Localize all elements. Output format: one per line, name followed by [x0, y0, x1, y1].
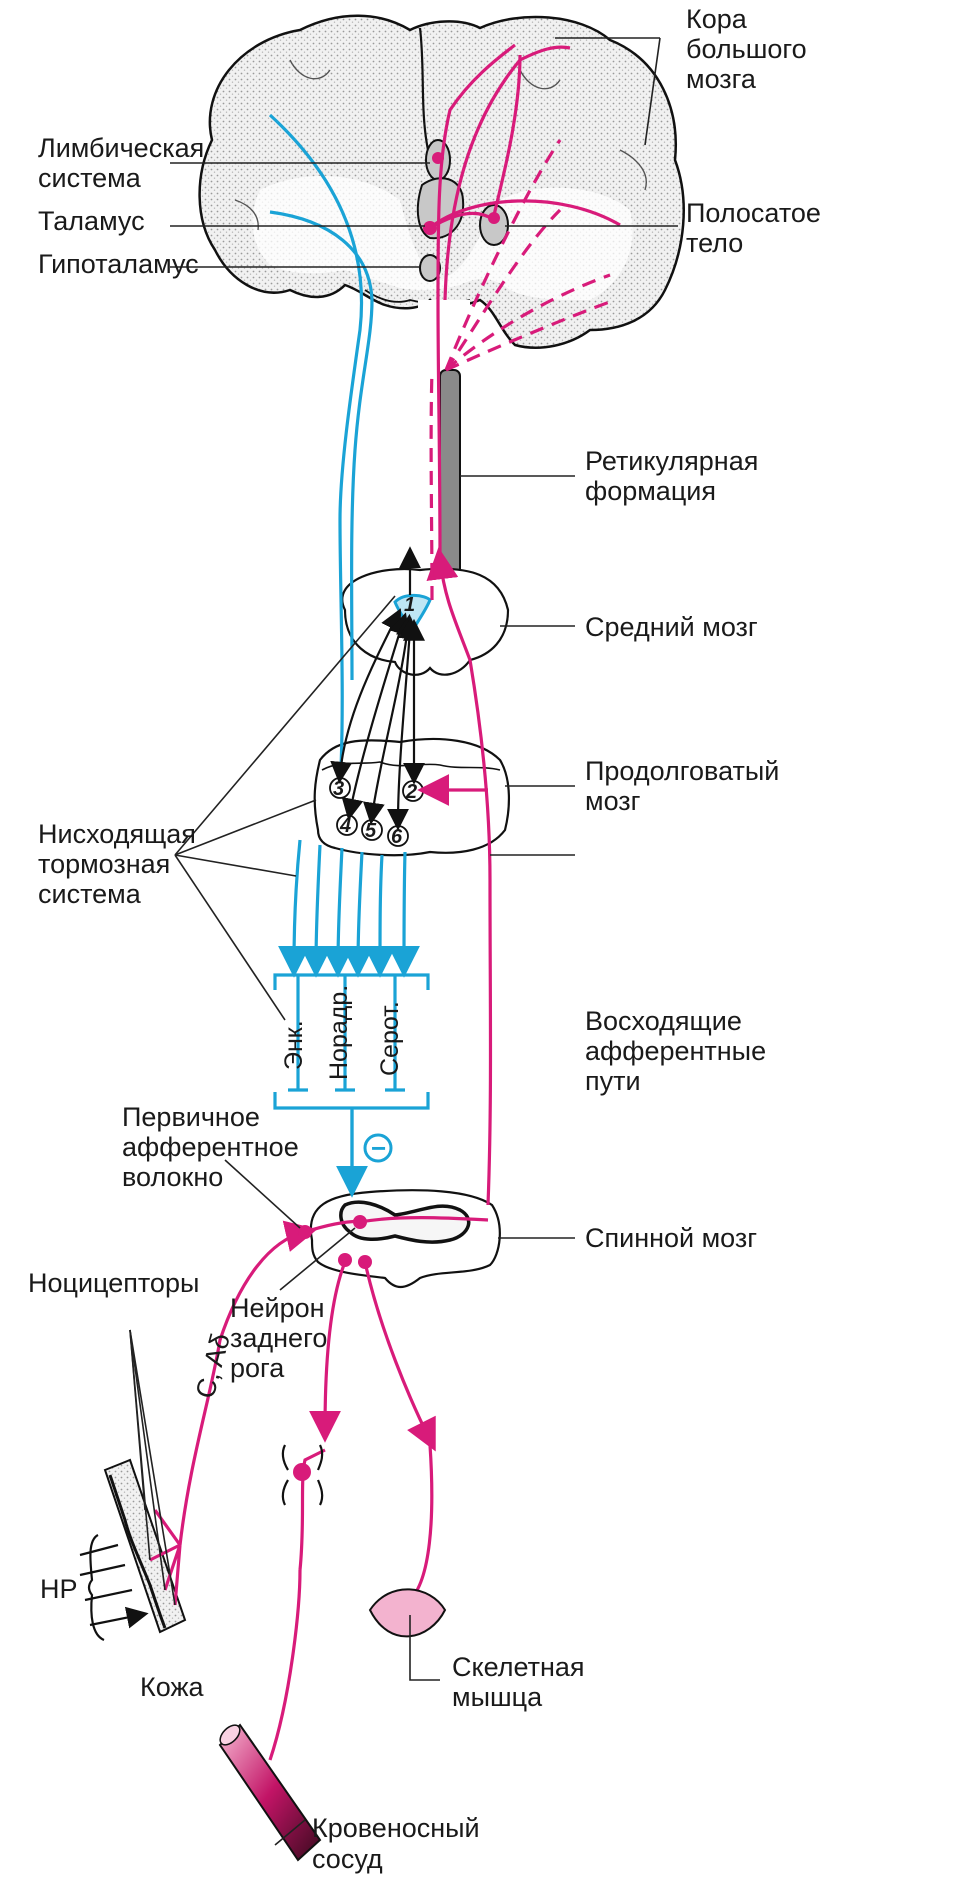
label-cortex-2: большого [686, 34, 807, 64]
leader-descending-2 [175, 800, 316, 855]
label-medulla-1: Продолговатый [585, 756, 779, 786]
nucleus-1-label: 1 [404, 594, 415, 616]
leader-primary-fiber [225, 1160, 300, 1228]
nucleus-3-label: 3 [333, 778, 344, 800]
muscle-shape [370, 1589, 445, 1636]
label-dorsal-horn-1: Нейрон [230, 1293, 325, 1323]
label-primary-fiber-2: афферентное [122, 1132, 299, 1162]
label-muscle-2: мышца [452, 1682, 543, 1712]
nucleus-5-label: 5 [365, 820, 377, 842]
label-midbrain: Средний мозг [585, 612, 758, 642]
label-medulla-2: мозг [585, 786, 641, 816]
label-vessel-1: Кровеносный [312, 1813, 480, 1843]
label-dorsal-horn-3: рога [230, 1353, 285, 1383]
label-reticular-2: формация [585, 476, 716, 506]
label-spinal-cord: Спинной мозг [585, 1223, 757, 1253]
nucleus-4-label: 4 [339, 815, 351, 837]
motor-efferent-2 [410, 1445, 432, 1600]
limbic-neuron [432, 152, 444, 164]
label-striatum-1: Полосатое [686, 198, 821, 228]
skin-region [80, 1330, 185, 1640]
label-striatum-2: тело [686, 228, 743, 258]
label-vessel-2: сосуд [312, 1844, 383, 1874]
inhibition-sign: − [371, 1133, 386, 1163]
label-primary-fiber-1: Первичное [122, 1102, 260, 1132]
nucleus-2-label: 2 [405, 781, 417, 803]
leader-descending-4 [175, 855, 285, 1020]
descending-fiber-nor-2 [358, 852, 362, 965]
spinal-cord-segment [311, 1190, 500, 1287]
skeletal-muscle [370, 1589, 445, 1636]
label-descending-1: Нисходящая [38, 819, 196, 849]
label-primary-fiber-3: волокно [122, 1162, 223, 1192]
label-hr: НР [40, 1574, 78, 1604]
brain-section [200, 16, 684, 628]
label-nociceptors: Ноцицепторы [28, 1268, 199, 1298]
label-descending-3: система [38, 879, 142, 909]
descending-fiber-enk-1 [294, 840, 300, 965]
midbrain-segment: 1 [342, 569, 508, 675]
label-fiber-types: C, Aδ [190, 1330, 236, 1402]
label-dorsal-horn-2: заднего [230, 1323, 327, 1353]
nucleus-6-label: 6 [391, 826, 403, 848]
descending-fiber-ser-1 [380, 855, 382, 965]
label-reticular-1: Ретикулярная [585, 446, 758, 476]
label-cortex-3: мозга [686, 64, 757, 94]
striatum-neuron [488, 212, 500, 224]
midbrain-shape [342, 569, 508, 675]
leader-descending-3 [175, 855, 296, 876]
sympathetic-efferent [325, 1262, 345, 1430]
label-hypothalamus: Гипоталамус [38, 249, 199, 279]
vessel-shape [220, 1725, 320, 1860]
label-descending-2: тормозная [38, 849, 170, 879]
label-skin: Кожа [140, 1672, 205, 1702]
label-cortex-1: Кора [686, 4, 748, 34]
blood-vessel [217, 1722, 320, 1860]
label-ascending-2: афферентные [585, 1036, 766, 1066]
label-limbic-1: Лимбическая [38, 133, 204, 163]
label-noradr: Норадр. [325, 985, 353, 1080]
sympathetic-ganglion-neuron [293, 1463, 311, 1481]
descending-fiber-nor-1 [338, 848, 342, 965]
vessel-branch [270, 1570, 300, 1760]
motor-efferent [365, 1262, 430, 1440]
thalamus-neuron [423, 221, 437, 235]
descending-fiber-ser-2 [404, 852, 405, 965]
label-thalamus: Таламус [38, 206, 145, 236]
label-ascending-3: пути [585, 1066, 641, 1096]
label-enk: Энк. [280, 1020, 308, 1070]
descending-fiber-enk-2 [316, 845, 320, 965]
label-serot: Серот. [376, 1001, 404, 1076]
label-muscle-1: Скелетная [452, 1652, 585, 1682]
label-limbic-2: система [38, 163, 142, 193]
label-ascending-1: Восходящие [585, 1006, 742, 1036]
